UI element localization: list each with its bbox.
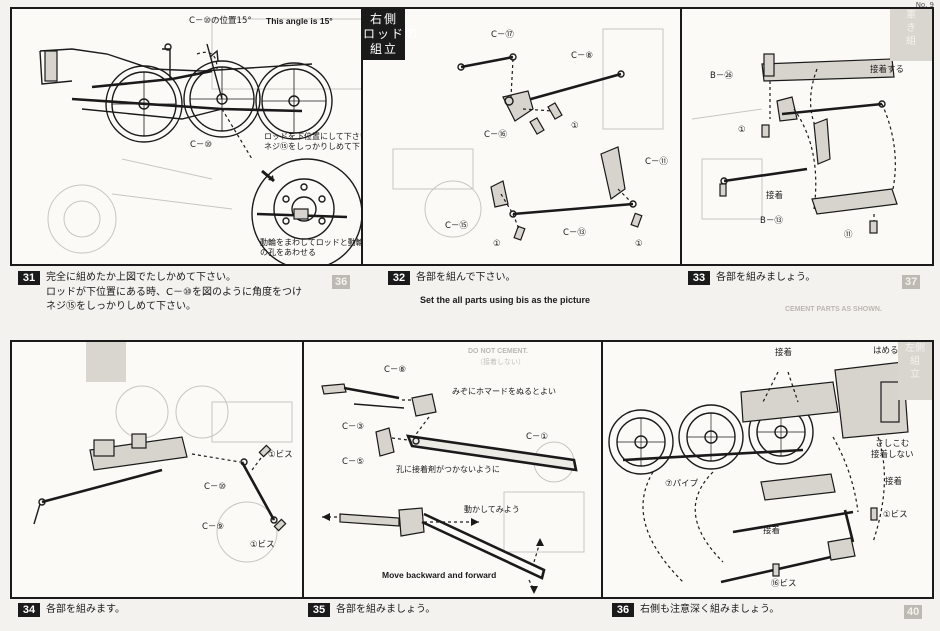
panel-step-34: ①ビス C－⑩ C－⑨ ①ビス bbox=[10, 340, 305, 599]
note-align-wheel-hole: 動輪をまわしてロッドと動輪 の孔をあわせる bbox=[260, 238, 364, 257]
step-35-text: 各部を組みましょう。 bbox=[336, 604, 436, 615]
step-33-instruction: 33 各部を組みましょう。 bbox=[688, 271, 815, 286]
step-31-instruction: 31 完全に組めたか上図でたしかめて下さい。 ロッドが下位置にある時、C－⑩を図… bbox=[18, 271, 302, 315]
label-cement-middle: 接着 bbox=[763, 526, 781, 536]
label-part-c3: C－③ bbox=[342, 422, 365, 432]
label-part-c15: C－⑮ bbox=[445, 221, 468, 231]
label-part-c10: C－⑩ bbox=[204, 482, 227, 492]
diagram-bracket-assembly bbox=[691, 53, 898, 234]
label-part-c11: C－⑪ bbox=[645, 157, 668, 167]
step-34-instruction: 34 各部を組みます。 bbox=[18, 603, 125, 618]
panel-step-36: 左側 組 立 接着 はめる さしこむ 接着しない 接着 ①ビス 接着 ⑦パイプ … bbox=[601, 340, 934, 599]
label-part-c1: C－① bbox=[526, 432, 549, 442]
label-part-c8: C－⑧ bbox=[384, 365, 407, 375]
label-pipe-7: ⑦パイプ bbox=[665, 479, 699, 489]
ghost-section-title: 軍 き 組 bbox=[890, 9, 932, 61]
label-part-c13: C－⑬ bbox=[563, 228, 586, 238]
note-rod-lower-position: ロッドを下位置にして下さい ネジ⑮をしっかりしめて下さい bbox=[264, 132, 376, 151]
ghost-section-title-left-text: 左側 組 立 bbox=[905, 343, 925, 380]
step-31-text: 完全に組めたか上図でたしかめて下さい。 ロッドが下位置にある時、C－⑩を図のよう… bbox=[46, 272, 302, 312]
page-number: No. 9 bbox=[915, 1, 934, 9]
ghost-header-do-not-cement: DO NOT CEMENT. bbox=[468, 348, 528, 355]
diagram-right-side-rod-assembly bbox=[608, 361, 909, 584]
panel-step-31: C－⑩の位置15° This angle is 15° C－⑩ ロッドを下位置に… bbox=[10, 7, 382, 266]
note-no-glue-in-hole: 孔に接着剤がつかないように bbox=[396, 465, 500, 474]
panel-step-33: 軍 き 組 B－㉖ 接着する ① 接着 B－⑬ ⑪ bbox=[680, 7, 934, 266]
diagram-valve-gear-assembly bbox=[33, 342, 293, 563]
panel-step-35: DO NOT CEMENT. （接着しない） C－⑧ みぞにホマードをぬるとよい… bbox=[302, 340, 604, 599]
step-32-instruction: 32 各部を組んで下さい。 bbox=[388, 271, 516, 286]
diagram-rod-assembly-right bbox=[392, 28, 664, 241]
label-part-b13: B－⑬ bbox=[760, 216, 783, 226]
ghost-subheader: （接着しない） bbox=[476, 358, 525, 366]
ghost-section-title-left: 左側 組 立 bbox=[898, 342, 932, 400]
step-number-36: 36 bbox=[612, 603, 634, 617]
caption-move-backward-forward: Move backward and forward bbox=[382, 570, 497, 580]
step-number-31: 31 bbox=[18, 271, 40, 285]
step-number-32: 32 bbox=[388, 271, 410, 285]
ghost-step-number: 36 bbox=[332, 275, 351, 289]
label-screw-1-top: ①ビス bbox=[268, 450, 293, 460]
label-screw-16: ⑯ビス bbox=[771, 579, 797, 589]
label-c10-angle: C－⑩の位置15° bbox=[189, 16, 252, 26]
label-part-c16: C－⑯ bbox=[484, 130, 507, 140]
ghost-step-number-2: 37 bbox=[902, 275, 921, 289]
step-35-instruction: 35 各部を組みましょう。 bbox=[308, 603, 435, 618]
panel-step-32: 右側 ロッドの 組立 C－⑰ C－⑧ ① C－⑯ C－⑪ C－⑮ ① C－⑬ ① bbox=[361, 7, 683, 266]
step-number-33: 33 bbox=[688, 271, 710, 285]
ghost-section-title-text: 軍 き 組 bbox=[906, 10, 916, 47]
label-part-screw-1c: ① bbox=[635, 239, 643, 249]
label-c10: C－⑩ bbox=[190, 140, 213, 150]
step-number-34: 34 bbox=[18, 603, 40, 617]
step-32-text: 各部を組んで下さい。 bbox=[416, 272, 516, 283]
ghost-caption-cement: CEMENT PARTS AS SHOWN. bbox=[785, 306, 882, 313]
step-34-text: 各部を組みます。 bbox=[46, 604, 125, 615]
label-cement-right: 接着 bbox=[885, 477, 903, 487]
step-36-instruction: 36 右側も注意深く組みましょう。 bbox=[612, 603, 779, 618]
label-part-screw-1b: ① bbox=[493, 239, 501, 249]
diagram-crosshead-assembly bbox=[321, 383, 585, 594]
label-part-c17: C－⑰ bbox=[491, 30, 514, 40]
step-36-text: 右側も注意深く組みましょう。 bbox=[640, 604, 780, 615]
note-try-moving: 動かしてみよう bbox=[464, 505, 520, 514]
label-part-c9: C－⑨ bbox=[202, 522, 225, 532]
label-cement: 接着 bbox=[766, 191, 784, 201]
note-insert-no-cement: さしこむ 接着しない bbox=[871, 439, 914, 460]
ghost-step-number-40: 40 bbox=[904, 605, 923, 619]
label-screw-1: ①ビス bbox=[883, 510, 908, 520]
label-angle-english: This angle is 15° bbox=[266, 16, 333, 26]
label-fit-in: はめる bbox=[873, 346, 899, 356]
label-part-screw-1a: ① bbox=[571, 121, 579, 131]
label-part-c5: C－⑤ bbox=[342, 457, 365, 467]
label-cement-here: 接着する bbox=[870, 65, 905, 75]
label-screw-1-bottom: ①ビス bbox=[250, 540, 275, 550]
label-part-screw-1: ① bbox=[738, 125, 746, 135]
section-title-right-rod-assembly: 右側 ロッドの 組立 bbox=[363, 9, 417, 60]
label-cement-top: 接着 bbox=[775, 348, 793, 358]
step-33-text: 各部を組みましょう。 bbox=[716, 272, 816, 283]
step-number-35: 35 bbox=[308, 603, 330, 617]
step-32-english-caption: Set the all parts using bis as the pictu… bbox=[420, 295, 591, 305]
note-grease-groove: みぞにホマードをぬるとよい bbox=[452, 387, 556, 396]
label-part-11: ⑪ bbox=[844, 230, 853, 240]
label-part-b26: B－㉖ bbox=[710, 71, 733, 81]
label-part-c8: C－⑧ bbox=[571, 51, 594, 61]
